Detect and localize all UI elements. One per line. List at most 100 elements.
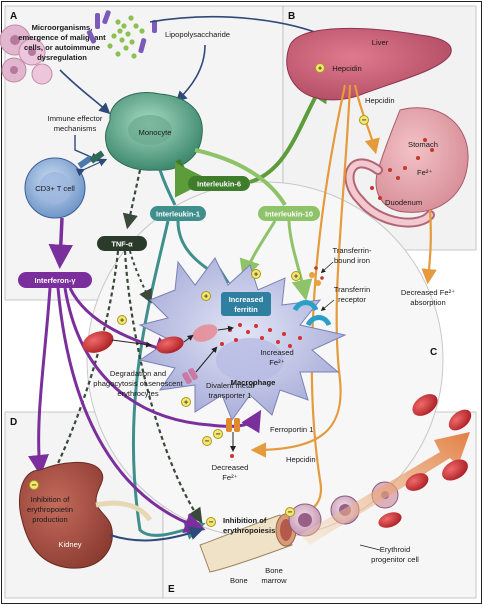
- degradation-label-line3: erythrocytes: [117, 389, 159, 398]
- liver-label: Liver: [372, 38, 389, 47]
- arrow-duodenum-to-absorption: [421, 209, 437, 285]
- inhibition-erythro-label-line1: Inhibition of: [223, 516, 267, 525]
- increased-ferritin-label-line1: Increased: [229, 295, 264, 304]
- ferroportin-minus-sign-2: −: [205, 437, 210, 446]
- fe2-stomach-label: Fe²⁺: [417, 168, 432, 177]
- iron-particles-stomach: [370, 138, 434, 200]
- svg-text:+: +: [120, 318, 124, 325]
- panel-b-letter: B: [288, 11, 295, 22]
- arrow-immune-effector: [74, 135, 101, 162]
- panel-e-letter: E: [168, 584, 175, 595]
- transferrin-bound-label-line2: bound iron: [334, 256, 370, 265]
- microorganisms-label-line4: dysregulation: [37, 53, 87, 62]
- svg-text:+: +: [254, 272, 258, 279]
- ferroportin-minus-icon: [213, 429, 223, 439]
- microorganisms-label-line2: emergence of malignant: [18, 33, 106, 42]
- leader-erythroid: [359, 544, 381, 551]
- erythroid-label-line2: progenitor cell: [371, 555, 419, 564]
- ferroportin-minus-sign: −: [216, 430, 221, 439]
- arrow-dmt1-uptake: [195, 346, 218, 373]
- plus-icons: + + + + +: [117, 269, 301, 407]
- leader-transferrin-receptor: [320, 299, 335, 312]
- dmt1-label-line1: Divalent metal: [206, 381, 254, 390]
- arrow-lps-to-monocyte: [175, 44, 206, 103]
- transferrin-bound-iron-icon: [309, 266, 324, 286]
- bone-label: Bone: [230, 576, 248, 585]
- dmt1-label-line2: transporter 1: [208, 391, 251, 400]
- panel-d-letter: D: [10, 417, 17, 428]
- arrow-monocyte-to-il10: [194, 148, 287, 207]
- inhibition-epo-label-line1: Inhibition of: [31, 495, 71, 504]
- degradation-label-line1: Degradation and: [110, 369, 166, 378]
- microorganisms-label-line1: Microorganisms,: [32, 23, 93, 32]
- macrophage-label: Macrophage: [231, 378, 276, 387]
- increased-ferritin-box: [221, 292, 271, 316]
- kidney-minus-icon: [29, 480, 39, 490]
- kidney-organ: [19, 461, 153, 569]
- interleukin10-label: Interleukin-10: [265, 210, 313, 219]
- arrow-microbes-to-monocyte: [59, 69, 111, 115]
- immune-effector-label-line2: mechanisms: [54, 124, 97, 133]
- transferrin-bound-label-line1: Transferrin-: [333, 246, 372, 255]
- stomach-organ: [344, 107, 469, 228]
- arrow-tnf-to-erythropoiesis: [123, 250, 203, 524]
- transferrin-receptor-label-line1: Transferrin: [334, 285, 370, 294]
- stomach-label: Stomach: [408, 140, 438, 149]
- svg-text:+: +: [294, 274, 298, 281]
- inhibition-epo-label-line3: production: [32, 515, 67, 524]
- arrow-interferon-to-erythropoiesis: [56, 287, 206, 533]
- duodenum-label: Duodenum: [385, 198, 422, 207]
- arrow-tnf-to-kidney: [48, 250, 120, 484]
- increased-fe-label-line1: Increased: [260, 348, 293, 357]
- monocyte-label: Monocyte: [139, 128, 172, 137]
- mature-erythrocytes: [378, 394, 472, 528]
- inhibition-erythro-label-line2: erythropoiesis: [223, 526, 275, 535]
- tnf-pill: [97, 236, 147, 251]
- progenitor-minus-sign: −: [288, 508, 293, 517]
- ferroportin-minus-icon-2: [202, 436, 212, 446]
- increased-ferritin-label-line2: ferritin: [234, 305, 258, 314]
- cd3-tcell-cell: [24, 150, 105, 219]
- interleukin6-label: Interleukin-6: [197, 180, 241, 189]
- tnf-label: TNF-α: [111, 240, 133, 249]
- lipopolysaccharide-icon: [107, 15, 145, 59]
- transferrin-receptor-icon: [292, 300, 332, 327]
- interleukin6-pill: [188, 176, 250, 191]
- arrow-hepcidin-to-erythropoiesis: [283, 84, 347, 523]
- svg-text:+: +: [184, 400, 188, 407]
- arrow-hepcidin-to-ferroportin: [250, 84, 352, 458]
- arrow-tcell-monocyte-interaction: [75, 158, 108, 177]
- senescent-erythrocytes: [82, 324, 218, 354]
- inhibition-epo-label-line2: erythropoietin: [27, 505, 73, 514]
- malignant-cells-illustration: [0, 24, 53, 85]
- decreased-absorption-label-line1: Decreased Fe²⁺: [401, 288, 455, 297]
- arrow-il10-to-receptor: [287, 220, 313, 301]
- lipopolysaccharide-label: Lipopolysaccharide: [165, 30, 230, 39]
- bacteria-icon: [86, 10, 157, 54]
- hepcidin-liver-label: Hepcidin: [332, 64, 362, 73]
- decreased-fe-dot: [230, 454, 234, 458]
- erythropoiesis-minus-icon: [206, 517, 216, 527]
- panel-a-letter: A: [10, 11, 17, 22]
- panel-c-letter: C: [430, 347, 437, 358]
- decreased-fe-label-line1: Decreased: [212, 463, 249, 472]
- monocyte-cell: [105, 92, 203, 171]
- erythropoiesis-minus-sign: −: [209, 518, 214, 527]
- decreased-fe-label-line2: Fe²⁺: [222, 473, 237, 482]
- liver-plus-sign: +: [318, 66, 322, 73]
- arrow-interferon-to-dmt1: [63, 287, 262, 434]
- interferon-label: Interferon-γ: [34, 276, 76, 285]
- hepcidin-bottom-label: Hepcidin: [286, 455, 316, 464]
- svg-text:+: +: [204, 294, 208, 301]
- liver-plus-icon: [315, 63, 325, 73]
- maturation-arrow: [300, 432, 470, 545]
- progenitor-minus-icon: [285, 507, 295, 517]
- leader-transferrin: [320, 261, 334, 274]
- kidney-label: Kidney: [58, 540, 81, 549]
- arrow-rbc-to-iron: [217, 325, 234, 332]
- hepcidin-mid-label: Hepcidin: [365, 96, 395, 105]
- kidney-minus-sign: −: [32, 481, 37, 490]
- interleukin10-pill: [258, 206, 320, 221]
